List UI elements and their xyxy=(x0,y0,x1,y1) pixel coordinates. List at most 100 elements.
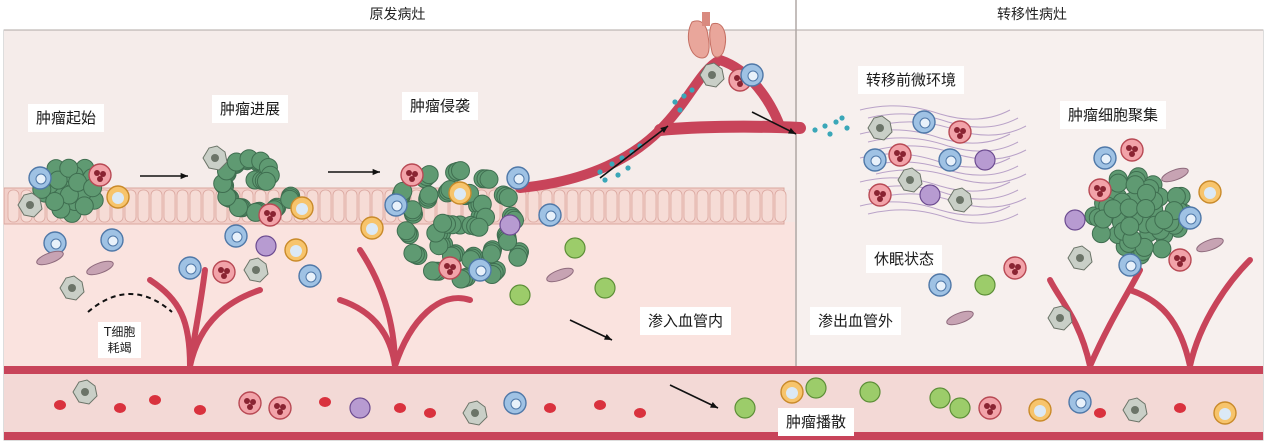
macrophage xyxy=(867,115,893,141)
neutrophil-lobe xyxy=(409,176,415,182)
arrow-right-icon xyxy=(599,125,669,179)
tcell-exhaustion-arc xyxy=(87,293,173,313)
orange-cell-nucleus xyxy=(1034,405,1046,417)
vessel-lumen xyxy=(4,366,1263,440)
purple-cell-body xyxy=(349,397,371,419)
macrophage-nucleus xyxy=(471,409,479,417)
macrophage-nucleus xyxy=(1056,314,1064,322)
circulating-tumor-cell xyxy=(672,99,678,105)
t-cell xyxy=(928,273,952,297)
t-cell xyxy=(503,391,527,415)
epithelial-cell xyxy=(592,189,605,223)
neutrophil xyxy=(88,163,112,187)
label-tcell-line1: T细胞 xyxy=(104,325,136,339)
neutrophil-body xyxy=(1003,256,1027,280)
red-cell-body xyxy=(634,408,646,418)
macrophage xyxy=(243,257,269,283)
neutrophil xyxy=(1120,138,1144,162)
neutrophil-lobe xyxy=(270,211,276,217)
neutrophil-lobe xyxy=(274,403,280,409)
t-cell-nucleus xyxy=(475,265,487,277)
capillary-branch xyxy=(1087,267,1143,369)
epithelial-cell xyxy=(670,189,683,223)
purple-cell xyxy=(919,184,941,206)
t-cell-nucleus xyxy=(513,173,525,185)
t-cell xyxy=(43,231,67,255)
red-cell xyxy=(594,400,606,410)
macrophage xyxy=(1047,305,1073,331)
red-cell-body xyxy=(54,400,66,410)
migrating-cell-body xyxy=(859,381,881,403)
arrow-head xyxy=(180,172,188,180)
neutrophil-lobe xyxy=(218,267,224,273)
neutrophil-body xyxy=(212,260,236,284)
macrophage-nucleus xyxy=(876,124,884,132)
neutrophil-lobe xyxy=(221,273,227,279)
neutrophil-lobe xyxy=(406,170,412,176)
arrow-right-icon xyxy=(328,168,380,176)
epithelial-cell xyxy=(189,189,202,223)
macrophage xyxy=(72,379,98,405)
circulating-tumor-cell xyxy=(597,169,603,175)
tumor-cell xyxy=(451,161,470,181)
macrophage-nucleus xyxy=(1076,254,1084,262)
neutrophil-lobe xyxy=(1132,146,1138,152)
circulating-tumor-cell xyxy=(615,172,621,178)
orange-cell xyxy=(1028,398,1052,422)
epithelial-cell xyxy=(150,189,163,223)
neutrophil-lobe xyxy=(244,398,250,404)
neutrophil-lobe xyxy=(1094,185,1100,191)
tumor-cell xyxy=(1120,216,1140,236)
epithelial-cell xyxy=(332,189,345,223)
neutrophil-body xyxy=(948,120,972,144)
macrophage xyxy=(17,192,43,218)
neutrophil-body xyxy=(888,143,912,167)
neutrophil-lobe xyxy=(250,399,256,405)
migrating-cell xyxy=(805,377,827,399)
tumor-cell xyxy=(59,158,79,178)
epithelial-cell xyxy=(579,189,592,223)
neutrophil-body xyxy=(88,163,112,187)
tumor-cell xyxy=(433,213,453,233)
neutrophil xyxy=(1003,256,1027,280)
neutrophil-lobe xyxy=(267,216,273,222)
label-extravasation: 渗出血管外 xyxy=(810,307,902,335)
t-cell xyxy=(100,228,124,252)
neutrophil-body xyxy=(400,163,424,187)
red-cell-body xyxy=(149,395,161,405)
capillary-branch xyxy=(1187,257,1253,369)
t-cell-nucleus xyxy=(945,155,957,167)
header-metastatic-lesion: 转移性病灶 xyxy=(997,7,1067,23)
t-cell xyxy=(178,256,202,280)
t-cell xyxy=(1118,253,1142,277)
circulating-tumor-cell xyxy=(609,161,615,167)
neutrophil-lobe xyxy=(1129,151,1135,157)
orange-cell xyxy=(284,238,308,262)
tumor-cell xyxy=(481,244,501,264)
t-cell xyxy=(384,193,408,217)
process-arrows xyxy=(140,111,797,409)
red-cell xyxy=(634,408,646,418)
circulating-tumor-cell xyxy=(833,119,839,125)
t-cell-nucleus xyxy=(1125,260,1137,272)
neutrophil-lobe xyxy=(900,151,906,157)
epithelial-cell xyxy=(7,189,20,223)
migrating-cell xyxy=(859,381,881,403)
fibroblast-body xyxy=(546,267,574,283)
neutrophil-lobe xyxy=(1012,269,1018,275)
macrophage-nucleus xyxy=(1131,406,1139,414)
arrow-head xyxy=(372,168,380,176)
red-cell-body xyxy=(1174,403,1186,413)
red-cell-body xyxy=(394,403,406,413)
purple-cell-body xyxy=(974,149,996,171)
purple-cell xyxy=(974,149,996,171)
epithelial-cell xyxy=(137,189,150,223)
arrow-shaft xyxy=(751,111,797,135)
neutrophil xyxy=(978,396,1002,420)
t-cell xyxy=(1068,390,1092,414)
label-tumor-initiation: 肿瘤起始 xyxy=(28,104,105,132)
neutrophil-lobe xyxy=(412,171,418,177)
capillary-branch xyxy=(392,295,473,369)
